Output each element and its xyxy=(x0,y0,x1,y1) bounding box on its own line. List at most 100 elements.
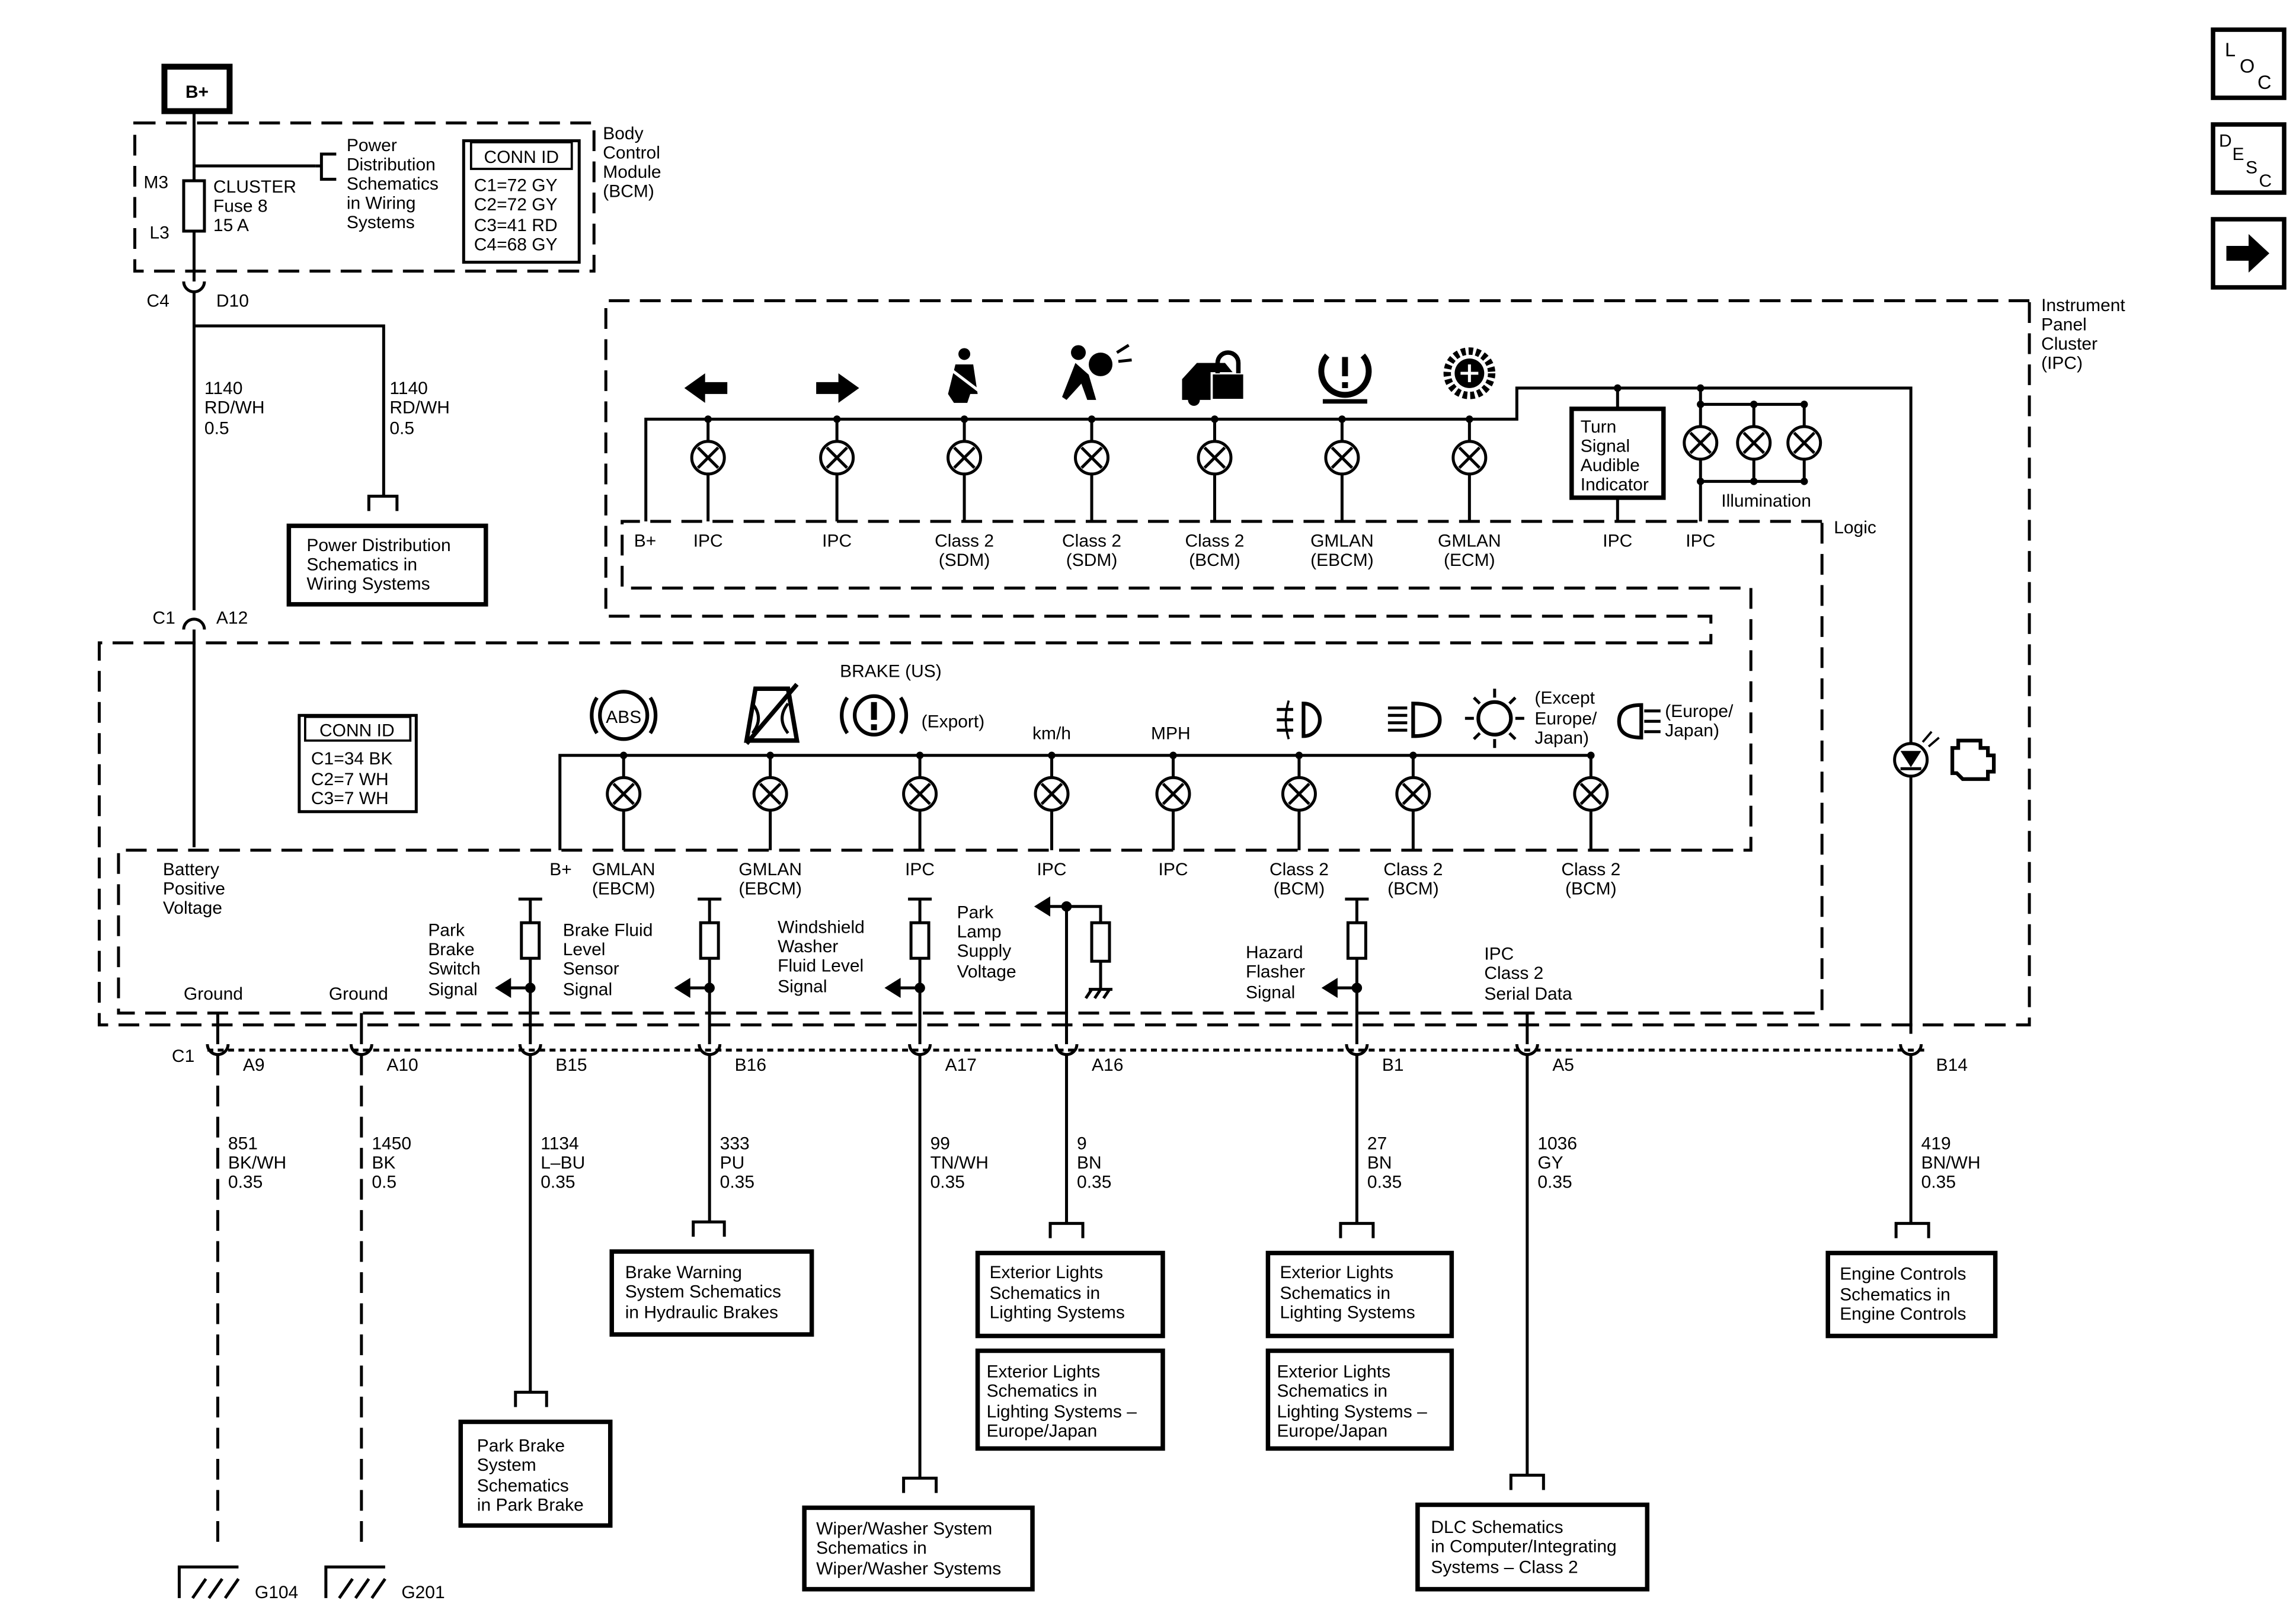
top-lamp-label: GMLAN xyxy=(1310,531,1374,550)
ground-g104: G104 xyxy=(177,1565,298,1602)
indicator-lamp xyxy=(902,776,938,812)
svg-text:IPC: IPC xyxy=(1686,531,1715,550)
svg-text:15 A: 15 A xyxy=(213,216,249,235)
svg-text:Schematics: Schematics xyxy=(477,1476,569,1496)
exterior-lights-ref-2[interactable]: Exterior Lights Schematics in Lighting S… xyxy=(975,1348,1165,1451)
connector-pin xyxy=(1345,1044,1369,1057)
wire-label: 0.35 xyxy=(1537,1173,1572,1192)
power-distribution-box[interactable]: Power Distribution Schematics in Wiring … xyxy=(286,523,488,607)
wire-label: 0.5 xyxy=(372,1173,396,1192)
svg-text:Control: Control xyxy=(603,143,660,163)
except-europe-japan-label: (Except Europe/ Japan) xyxy=(1534,688,1597,747)
svg-text:Park: Park xyxy=(957,903,994,923)
top-lamp-label: (SDM) xyxy=(1066,550,1118,570)
illumination-lamps: IPC Illumination xyxy=(1683,388,1822,550)
top-lamp-label: (EBCM) xyxy=(1310,550,1374,570)
exterior-lights-ref-4[interactable]: Exterior Lights Schematics in Lighting S… xyxy=(1265,1348,1454,1451)
wiper-washer-ref[interactable]: Wiper/Washer System Schematics in Wiper/… xyxy=(802,1476,1035,1592)
svg-text:Exterior Lights: Exterior Lights xyxy=(987,1362,1101,1382)
c1-bottom-label: C1 xyxy=(172,1046,194,1066)
bcm-conn-id: CONN ID C1=72 GY C2=72 GY C3=41 RD C4=68… xyxy=(462,139,581,264)
indicator-lamp xyxy=(1197,440,1233,476)
pin-label: B1 xyxy=(1382,1055,1404,1075)
ipc-boundary xyxy=(97,299,2031,1027)
top-lamp-label: (SDM) xyxy=(939,550,990,570)
svg-text:E: E xyxy=(2233,145,2244,164)
loc-button[interactable]: L O C xyxy=(2211,27,2287,100)
mid-b-plus-label: B+ xyxy=(549,860,572,879)
svg-text:Signal: Signal xyxy=(778,977,827,997)
svg-text:Body: Body xyxy=(603,124,643,143)
svg-text:Supply: Supply xyxy=(957,942,1012,961)
bcm-boundary xyxy=(133,121,596,273)
park-lamp-supply-label: Park Lamp Supply Voltage xyxy=(957,903,1016,982)
top-lamp-label: (ECM) xyxy=(1444,550,1495,570)
svg-text:Lighting Systems –: Lighting Systems – xyxy=(987,1402,1137,1422)
svg-text:Schematics in: Schematics in xyxy=(987,1381,1098,1401)
svg-text:(Europe/: (Europe/ xyxy=(1665,702,1734,721)
svg-text:Fluid Level: Fluid Level xyxy=(778,956,864,976)
illumination-lamp xyxy=(1786,425,1822,461)
svg-text:Voltage: Voltage xyxy=(957,962,1016,982)
brake-warning-ref[interactable]: Brake Warning System Schematics in Hydra… xyxy=(609,1220,814,1337)
svg-text:Wiper/Washer Systems: Wiper/Washer Systems xyxy=(816,1559,1001,1579)
fog-lamp-icon xyxy=(1277,700,1322,740)
svg-text:Audible: Audible xyxy=(1581,456,1640,475)
svg-text:in Wiring: in Wiring xyxy=(347,194,416,213)
wire-label: 0.35 xyxy=(930,1173,965,1192)
svg-text:C3=41 RD: C3=41 RD xyxy=(474,216,558,235)
wire-label: BK xyxy=(372,1153,395,1173)
seatbelt-icon xyxy=(947,348,980,403)
mid-lamp-label: Class 2 xyxy=(1561,860,1620,879)
svg-text:1140: 1140 xyxy=(389,379,427,398)
logic-boundary xyxy=(117,520,1824,1015)
svg-text:Exterior Lights: Exterior Lights xyxy=(1280,1263,1393,1282)
ground-label-1: Ground xyxy=(184,984,243,1004)
svg-text:Schematics in: Schematics in xyxy=(1280,1283,1390,1303)
top-lamp-label: Class 2 xyxy=(935,531,994,550)
indicator-lamp xyxy=(1451,440,1488,476)
svg-text:Systems – Class 2: Systems – Class 2 xyxy=(1431,1557,1578,1577)
park-brake-ref[interactable]: Park Brake System Schematics in Park Bra… xyxy=(458,1390,613,1528)
svg-text:L: L xyxy=(2225,39,2236,60)
svg-text:Europe/: Europe/ xyxy=(1534,709,1597,728)
exterior-lights-ref-1[interactable]: Exterior Lights Schematics in Lighting S… xyxy=(975,1222,1165,1339)
svg-text:Voltage: Voltage xyxy=(163,898,222,918)
next-page-button[interactable] xyxy=(2211,217,2287,290)
svg-text:Brake: Brake xyxy=(428,940,474,959)
wire-label: GY xyxy=(1537,1153,1563,1173)
logic-label: Logic xyxy=(1834,518,1876,537)
pin-label: A5 xyxy=(1552,1055,1574,1075)
desc-button[interactable]: D E S C xyxy=(2211,122,2287,195)
indicator-lamp xyxy=(752,776,788,812)
engine-controls-ref[interactable]: Engine Controls Schematics in Engine Con… xyxy=(1825,1222,1998,1339)
svg-text:Japan): Japan) xyxy=(1534,728,1589,748)
svg-text:C3=7 WH: C3=7 WH xyxy=(311,789,389,808)
top-lamp-label: Class 2 xyxy=(1062,531,1121,550)
svg-text:Lighting Systems: Lighting Systems xyxy=(990,1303,1125,1323)
svg-text:IPC: IPC xyxy=(1603,531,1632,550)
top-b-plus-label: B+ xyxy=(634,531,657,550)
svg-text:Engine Controls: Engine Controls xyxy=(1840,1265,1966,1284)
ipc-title: Instrument Panel Cluster (IPC) xyxy=(2041,296,2125,373)
wire-label: 1134 xyxy=(541,1134,578,1154)
svg-text:Signal: Signal xyxy=(1246,983,1295,1003)
svg-text:Exterior Lights: Exterior Lights xyxy=(990,1263,1104,1282)
bcm-title: Body Control Module (BCM) xyxy=(603,124,661,201)
svg-text:Wiring Systems: Wiring Systems xyxy=(306,574,430,594)
svg-text:Signal: Signal xyxy=(1581,436,1630,456)
power-distribution-ref[interactable]: Power Distribution Schematics in Wiring … xyxy=(347,136,439,232)
svg-text:Level: Level xyxy=(563,940,606,959)
dlc-ref[interactable]: DLC Schematics in Computer/Integrating S… xyxy=(1415,1473,1650,1592)
svg-text:Schematics in: Schematics in xyxy=(1840,1285,1950,1305)
mid-lamp-label: IPC xyxy=(905,860,935,879)
top-lamp-label: IPC xyxy=(693,531,723,550)
svg-text:Japan): Japan) xyxy=(1665,721,1719,740)
svg-text:Systems: Systems xyxy=(347,213,415,232)
wire-label: 0.35 xyxy=(541,1173,575,1192)
mph-label: MPH xyxy=(1151,724,1191,743)
exterior-lights-ref-3[interactable]: Exterior Lights Schematics in Lighting S… xyxy=(1265,1222,1454,1339)
svg-text:Serial Data: Serial Data xyxy=(1484,984,1572,1004)
